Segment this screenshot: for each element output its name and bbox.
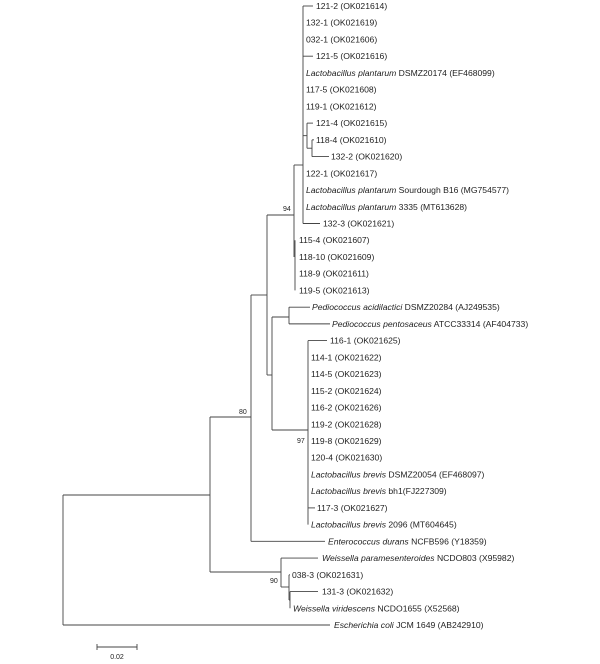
tip-label: 121-5 (OK021616)	[316, 51, 387, 61]
tip-label: 032-1 (OK021606)	[306, 34, 377, 44]
tip-label: 132-1 (OK021619)	[306, 18, 377, 28]
tip-label: 114-5 (OK021623)	[311, 369, 382, 379]
tip-label: 119-1 (OK021612)	[306, 101, 377, 111]
bootstrap-97: 97	[297, 438, 305, 445]
tip-label: Weissella paramesenteroides NCDO803 (X95…	[322, 553, 514, 563]
tip-labels: 121-2 (OK021614) 132-1 (OK021619) 032-1 (O…	[292, 1, 528, 630]
tip-label: 131-3 (OK021632)	[322, 587, 393, 597]
tip-label: 121-2 (OK021614)	[316, 1, 387, 11]
bootstrap-94: 94	[283, 206, 291, 213]
tip-label: Pediococcus acidilactici DSMZ20284 (AJ24…	[312, 302, 500, 312]
tip-label: 115-4 (OK021607)	[299, 235, 370, 245]
tip-label: Weissella viridescens NCDO1655 (X52568)	[293, 603, 460, 613]
tip-label: 116-2 (OK021626)	[311, 403, 382, 413]
tip-label: 115-2 (OK021624)	[311, 386, 382, 396]
tip-label: 120-4 (OK021630)	[311, 453, 382, 463]
tip-label: 038-3 (OK021631)	[292, 570, 363, 580]
tip-label: 132-2 (OK021620)	[331, 152, 402, 162]
tip-label: 119-5 (OK021613)	[299, 285, 370, 295]
tip-label: 116-1 (OK021625)	[330, 336, 401, 346]
tip-label: Lactobacillus plantarum 3335 (MT613628)	[306, 202, 467, 212]
tip-label: 117-3 (OK021627)	[317, 503, 388, 513]
tip-label: 118-9 (OK021611)	[299, 269, 369, 279]
tip-label: Pediococcus pentosaceus ATCC33314 (AF404…	[332, 319, 528, 329]
tip-label: 121-4 (OK021615)	[316, 118, 387, 128]
tip-label: Lactobacillus brevis DSMZ20054 (EF468097…	[311, 469, 485, 479]
tip-label: Lactobacillus brevis bh1(FJ227309)	[311, 486, 447, 496]
tip-label: 117-5 (OK021608)	[306, 85, 377, 95]
tip-label: 122-1 (OK021617)	[306, 168, 377, 178]
tip-label: 119-8 (OK021629)	[311, 436, 382, 446]
tip-label: Lactobacillus brevis 2096 (MT604645)	[311, 520, 457, 530]
tip-label: Escherichia coli JCM 1649 (AB242910)	[334, 620, 484, 630]
bootstrap-80: 80	[239, 409, 247, 416]
branches	[62, 5, 330, 626]
scale-label: 0.02	[110, 654, 124, 661]
tip-label: 118-10 (OK021609)	[299, 252, 374, 262]
tip-label: 119-2 (OK021628)	[311, 419, 382, 429]
tip-label: Enterococcus durans NCFB596 (Y18359)	[328, 536, 487, 546]
tip-label: 114-1 (OK021622)	[311, 352, 382, 362]
scale-bar: 0.02	[96, 644, 138, 661]
tip-label: 118-4 (OK021610)	[316, 135, 387, 145]
tip-label: 132-3 (OK021621)	[323, 218, 394, 228]
tip-label: Lactobacillus plantarum Sourdough B16 (M…	[306, 185, 509, 195]
bootstrap-90: 90	[270, 578, 278, 585]
tip-label: Lactobacillus plantarum DSMZ20174 (EF468…	[306, 68, 495, 78]
